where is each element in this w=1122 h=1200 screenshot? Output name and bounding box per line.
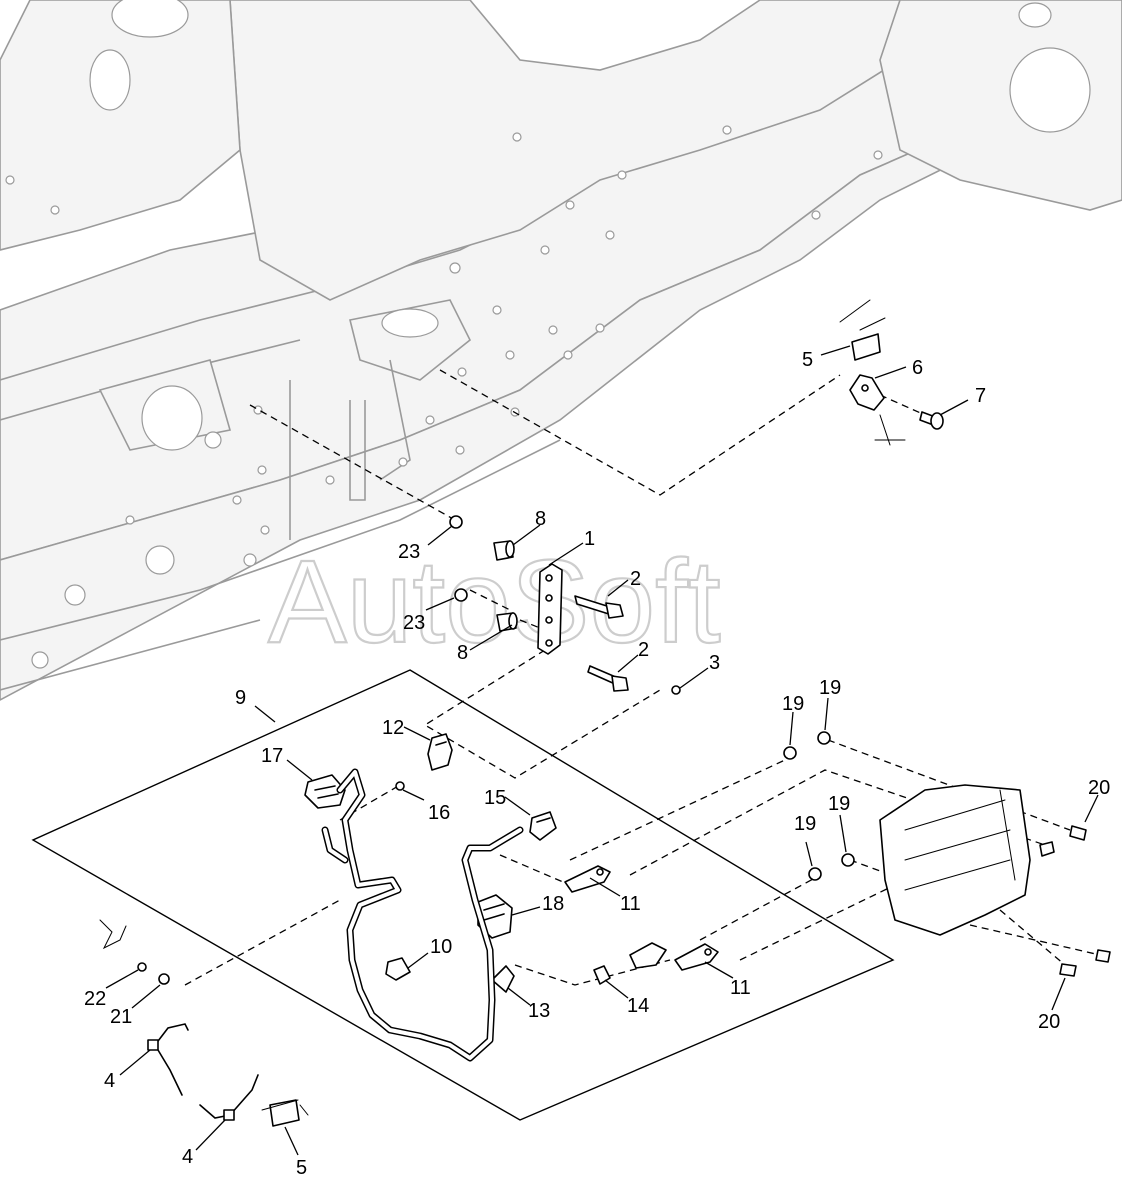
callout-19-a: 19	[782, 693, 804, 715]
callout-12: 12	[382, 717, 404, 739]
callout-19-c: 19	[794, 813, 816, 835]
callout-23-lower: 23	[403, 612, 425, 634]
callout-17: 17	[261, 745, 283, 767]
callout-14: 14	[627, 995, 649, 1017]
chassis-frame-background	[0, 0, 1122, 701]
part-20-bolt-c	[1095, 949, 1111, 963]
callout-5-lower: 5	[296, 1157, 307, 1179]
part-14-terminal	[593, 965, 611, 985]
callout-1: 1	[584, 528, 595, 550]
callout-leader-lines	[105, 345, 1099, 1156]
part-1-mounting-plate	[537, 563, 563, 655]
part-4-cable-tie-upper	[147, 1023, 189, 1096]
harness-kit-outline	[31, 669, 895, 1121]
part-20-bolt-a	[1039, 841, 1055, 857]
part-5-label-upper	[839, 299, 886, 361]
callout-20-lower: 20	[1038, 1011, 1060, 1033]
part-22-nut	[137, 962, 147, 972]
part-21-washer	[158, 973, 170, 985]
callout-19-b: 19	[819, 677, 841, 699]
part-15-connector	[529, 811, 557, 841]
callout-8-lower: 8	[457, 642, 468, 664]
callout-18: 18	[542, 893, 564, 915]
lower-frame-rail	[0, 59, 1122, 701]
callout-16: 16	[428, 802, 450, 824]
part-6-clip	[849, 374, 906, 446]
frame-rivet-holes	[5, 125, 883, 669]
part-23-washer-lower	[454, 588, 468, 602]
callout-13: 13	[528, 1000, 550, 1022]
part-20-bolt-b	[1069, 825, 1087, 841]
part-19-washer-a	[783, 746, 797, 760]
part-11-fuse-holder-lower	[629, 942, 719, 971]
callout-4-lower: 4	[182, 1146, 193, 1168]
part-11-fuse-holder-upper	[564, 865, 611, 893]
part-13-connector	[491, 965, 515, 993]
callout-4-upper: 4	[104, 1070, 115, 1092]
callout-5-upper: 5	[802, 349, 813, 371]
pivot-mount-block	[349, 299, 472, 381]
part-16-nut	[395, 781, 405, 791]
callout-2-upper: 2	[630, 568, 641, 590]
part-19-washer-d	[841, 853, 855, 867]
callout-10: 10	[430, 936, 452, 958]
part-8-spacer-upper	[493, 540, 515, 561]
callout-22: 22	[84, 988, 106, 1010]
part-19-washer-b	[817, 731, 831, 745]
part-17-connector	[304, 774, 346, 809]
callout-19-d: 19	[828, 793, 850, 815]
part-22-tie-sketch	[99, 919, 127, 950]
part-2-bolt-lower	[587, 665, 629, 692]
control-module	[879, 784, 1031, 936]
callout-7: 7	[975, 385, 986, 407]
part-3-nut	[671, 685, 681, 695]
part-20-bolt-d	[1059, 963, 1077, 977]
part-12-bracket	[427, 733, 453, 771]
left-upper-bracket	[0, 0, 241, 251]
callout-6: 6	[912, 357, 923, 379]
callout-20-upper: 20	[1088, 777, 1110, 799]
wiring-harness	[321, 768, 524, 1062]
callout-11-lower: 11	[730, 977, 751, 999]
callout-11-upper: 11	[620, 893, 641, 915]
callout-8-upper: 8	[535, 508, 546, 530]
part-10-connector	[385, 957, 411, 981]
part-4-cable-tie-lower	[199, 1074, 259, 1121]
callout-9: 9	[235, 687, 246, 709]
part-8-spacer-lower	[496, 612, 518, 632]
part-23-washer-upper	[449, 515, 463, 529]
part-7-pin	[919, 411, 944, 430]
callout-21: 21	[110, 1006, 132, 1028]
callout-2-lower: 2	[638, 639, 649, 661]
part-5-label-lower	[261, 1099, 309, 1127]
callout-15: 15	[484, 787, 506, 809]
upper-crossmember	[229, 0, 901, 301]
callout-23-upper: 23	[398, 541, 420, 563]
part-2-bolt-upper	[574, 595, 624, 619]
part-19-washer-c	[808, 867, 822, 881]
callout-3: 3	[709, 652, 720, 674]
callout-labels: 1 2 2 3 4 4 5 5 6 7 8 8 9 10 11 11 12 13…	[84, 349, 1110, 1179]
